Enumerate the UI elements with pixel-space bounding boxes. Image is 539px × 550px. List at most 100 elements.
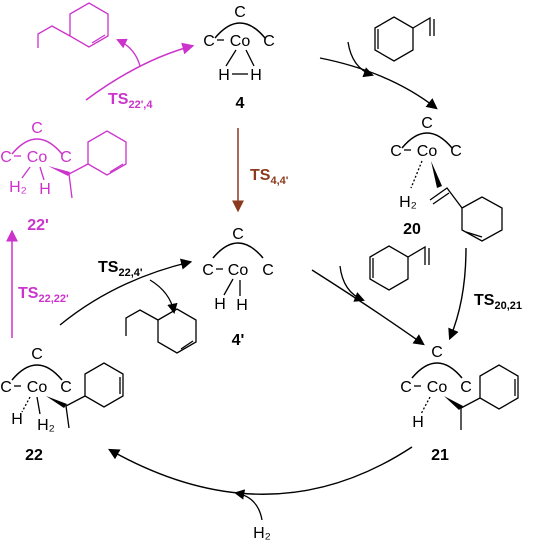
- co-atom: Co: [417, 143, 438, 160]
- arrow-20-to-21: [448, 247, 467, 341]
- c-right: C: [60, 149, 72, 166]
- arrow-22-prime-to-4: [85, 42, 195, 101]
- allyl-arc: [11, 138, 63, 155]
- ts-22-4-prime-label: TS22,4': [98, 259, 143, 279]
- hashed-bond: [410, 160, 423, 189]
- complex-22: C C Co C H H₂ 22: [0, 346, 124, 464]
- h-atom: H: [412, 414, 424, 431]
- compound-label-21: 21: [431, 447, 449, 464]
- ts-20-21-label: TS20,21: [474, 292, 522, 312]
- wedge-bond: [431, 161, 442, 188]
- bond: [65, 395, 86, 407]
- c-right: C: [263, 33, 275, 50]
- compound-label-22: 22: [25, 447, 43, 464]
- c-right: C: [60, 379, 72, 396]
- complex-4: C C Co C H H 4: [203, 4, 275, 112]
- hashed-bond: [21, 396, 31, 413]
- bond: [225, 49, 237, 67]
- wedge-bond: [48, 166, 70, 176]
- arrow-22-to-4-prime: [59, 258, 193, 326]
- ethylcyclohexene-product-magenta: [37, 2, 109, 48]
- compound-label-22-prime: 22': [27, 217, 49, 234]
- c-top: C: [234, 4, 246, 21]
- arrow-21-to-22: [108, 446, 413, 495]
- h2-ligand: H₂: [399, 194, 417, 211]
- c-right: C: [262, 262, 274, 279]
- allyl-arc: [11, 364, 63, 381]
- c-left: C: [202, 262, 214, 279]
- curved-arrow-product: [116, 38, 141, 67]
- h-atom: H: [250, 67, 262, 84]
- methyl-bond: [68, 173, 73, 199]
- cyclohexene-ring: [87, 130, 127, 176]
- bond: [460, 397, 481, 409]
- complex-22-prime: C C Co C H₂ H 22': [0, 120, 127, 234]
- complex-21: C C Co C H 21: [400, 344, 519, 464]
- arrow-4-to-20: [319, 57, 438, 110]
- co-atom: Co: [427, 379, 448, 396]
- h-atom: H: [236, 297, 248, 314]
- c-left: C: [0, 379, 12, 396]
- complex-4-prime: C C Co C H H 4': [202, 226, 274, 349]
- h2-ligand: H₂: [37, 417, 55, 434]
- wedge-bond: [46, 396, 67, 408]
- bond: [68, 163, 89, 175]
- co-atom: Co: [228, 262, 249, 279]
- h2-ligand: H₂: [9, 179, 27, 196]
- bond: [21, 166, 31, 179]
- bond: [223, 278, 234, 296]
- compound-label-4-prime: 4': [232, 332, 245, 349]
- co-atom: Co: [230, 33, 251, 50]
- c-left: C: [390, 143, 402, 160]
- ts-22-22-prime-label: TS22,22': [18, 285, 69, 305]
- h-atom: H: [214, 296, 226, 313]
- h-atom: H: [39, 181, 51, 198]
- vinylcyclohexene-top: [374, 16, 435, 62]
- c-left: C: [0, 149, 12, 166]
- curved-arrow-substrate: [347, 41, 374, 78]
- cyclohexene-ring: [479, 364, 519, 410]
- curved-arrow-product: [149, 279, 178, 315]
- cyclohexene-ring: [84, 362, 124, 408]
- allyl-arc: [212, 242, 264, 259]
- cyclohexene-ring: [461, 196, 503, 242]
- c-left: C: [400, 379, 412, 396]
- compound-label-20: 20: [403, 221, 421, 238]
- hashed-bond: [420, 396, 431, 415]
- c-top: C: [31, 346, 43, 363]
- bond: [245, 49, 255, 67]
- c-right: C: [450, 143, 462, 160]
- compound-label-4: 4: [236, 95, 245, 112]
- wedge-bond: [444, 396, 463, 410]
- c-top: C: [431, 344, 443, 361]
- bond: [39, 166, 45, 181]
- curved-arrow-h2: [233, 489, 263, 521]
- allyl-arc: [411, 362, 463, 379]
- ring-double: [465, 231, 483, 238]
- coordinated-alkene: [429, 187, 463, 209]
- ring-double: [109, 163, 124, 173]
- arrow-4-prime-to-21: [311, 269, 425, 346]
- ts-4-4-prime-label: TS4,4': [250, 167, 289, 187]
- allyl-arc: [401, 132, 453, 149]
- c-top: C: [31, 120, 43, 137]
- co-atom: Co: [27, 379, 48, 396]
- h2-reagent: H₂: [253, 525, 271, 542]
- h-atom: H: [11, 411, 23, 428]
- c-top: C: [232, 226, 244, 243]
- c-left: C: [203, 33, 215, 50]
- bond: [36, 396, 41, 415]
- methyl-bond: [65, 405, 70, 429]
- complex-20: C C Co C H₂ 20: [390, 115, 503, 242]
- curved-arrow-substrate: [339, 265, 365, 302]
- vinylcyclohexene-middle: [369, 245, 430, 291]
- ethylcyclohexene-product: [125, 308, 197, 354]
- c-top: C: [421, 115, 433, 132]
- alkene-double: [432, 192, 450, 205]
- c-right: C: [460, 379, 472, 396]
- allyl-arc: [214, 22, 266, 39]
- co-atom: Co: [27, 149, 48, 166]
- ts-22-prime-4-label: TS22',4: [108, 91, 153, 111]
- h-atom: H: [218, 67, 230, 84]
